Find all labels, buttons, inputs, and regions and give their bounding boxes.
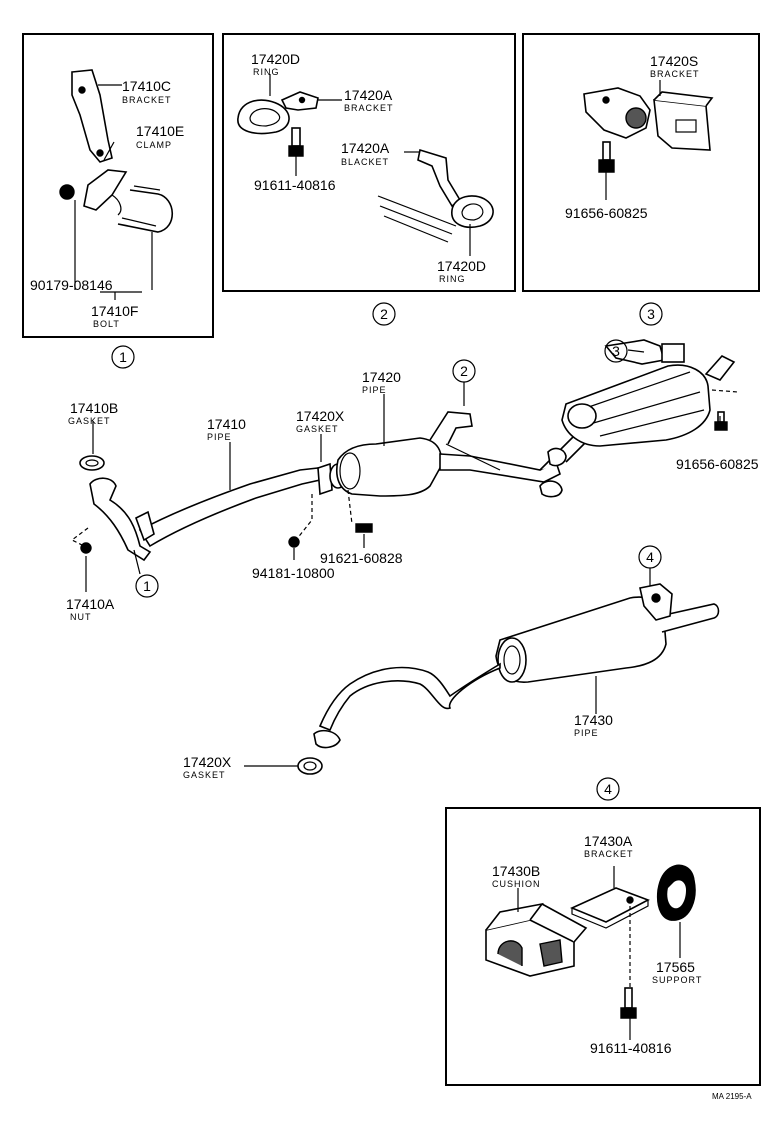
bolt-91621-drawing <box>355 523 373 533</box>
nut-90179-drawing <box>59 184 75 200</box>
support-17565-drawing <box>656 864 696 921</box>
callout-circle-1-main <box>135 574 159 598</box>
callout-circle-1-box <box>111 345 135 369</box>
cushion-17430B-drawing <box>485 902 588 977</box>
label-17420A-top-num: 17420A <box>344 87 393 103</box>
callout-2-box-text: 2 <box>380 306 388 322</box>
label-17430B-name: CUSHION <box>492 879 541 889</box>
label-17420X-a-num: 17420X <box>296 408 345 424</box>
callout-2-main-text: 2 <box>460 363 468 379</box>
front-pipe-17410-drawing <box>89 467 321 562</box>
label-90179-num: 90179-08146 <box>30 277 113 293</box>
label-17410F-num: 17410F <box>91 303 138 319</box>
detail-box-2 <box>222 33 516 292</box>
label-17430A-num: 17430A <box>584 833 633 849</box>
label-17565-name: SUPPORT <box>652 975 702 985</box>
label-17420D-top-num: 17420D <box>251 51 300 67</box>
label-17565-num: 17565 <box>656 959 695 975</box>
bolt-91656-b-drawing <box>714 411 728 431</box>
label-17420D-top-name: RING <box>253 67 280 77</box>
label-17420-name: PIPE <box>362 385 387 395</box>
callout-circle-4-box <box>596 777 620 801</box>
label-91656-b-num: 91656-60825 <box>676 456 759 472</box>
nut-17410A-drawing <box>80 542 92 554</box>
hanger-bracket-main-drawing <box>604 339 685 365</box>
label-17410B-num: 17410B <box>70 400 118 416</box>
callout-4-main-text: 4 <box>646 549 654 565</box>
label-17410C-name: BRACKET <box>122 95 172 105</box>
label-94181-num: 94181-10800 <box>252 565 335 581</box>
label-17410A-name: NUT <box>70 612 92 622</box>
bolt-91656-top-drawing <box>598 141 615 173</box>
label-17430-num: 17430 <box>574 712 613 728</box>
label-17410F-name: BOLT <box>93 319 120 329</box>
bracket-17410C-drawing <box>71 69 113 163</box>
label-91621-num: 91621-60828 <box>320 550 403 566</box>
label-17410E-name: CLAMP <box>136 140 172 150</box>
u-bolt-17410F-drawing <box>117 185 173 233</box>
callout-1-box-text: 1 <box>119 349 127 365</box>
callout-circle-3-box <box>639 302 663 326</box>
label-17420S-name: BRACKET <box>650 69 700 79</box>
bracket-17420A-mid-drawing <box>377 148 462 243</box>
label-17410B-name: GASKET <box>68 416 111 426</box>
label-17420X-b-num: 17420X <box>183 754 232 770</box>
label-91611-b-num: 91611-40816 <box>590 1040 672 1056</box>
ring-17420D-bot-drawing <box>451 195 494 228</box>
bracket-17420S-drawing <box>583 87 714 151</box>
label-17420A-mid-num: 17420A <box>341 140 390 156</box>
gasket-17410B-drawing <box>79 455 105 471</box>
hanger-17430-drawing <box>639 583 673 621</box>
callout-circle-2-main <box>452 359 476 383</box>
tail-pipe-17430-drawing <box>313 596 720 749</box>
detail-box-4 <box>445 807 761 1086</box>
label-17410E-num: 17410E <box>136 123 184 139</box>
bracket-17430A-drawing <box>569 887 650 929</box>
bolt-91611-b-drawing <box>620 987 637 1019</box>
label-17430-name: PIPE <box>574 728 599 738</box>
label-17420S-num: 17420S <box>650 53 698 69</box>
label-17410-name: PIPE <box>207 432 232 442</box>
label-17420D-bot-name: RING <box>439 274 466 284</box>
label-17420-num: 17420 <box>362 369 401 385</box>
label-17410C-num: 17410C <box>122 78 171 94</box>
callout-1-main-text: 1 <box>143 578 151 594</box>
label-17420A-mid-name: BLACKET <box>341 157 389 167</box>
bracket-17420A-top-drawing <box>280 91 319 111</box>
main-muffler-drawing <box>561 355 736 447</box>
clamp-17410E-drawing <box>83 169 128 216</box>
label-91656-a-num: 91656-60825 <box>565 205 648 221</box>
gasket-17420X-b-drawing <box>297 757 323 775</box>
label-17410A-num: 17410A <box>66 596 115 612</box>
label-17420D-bot-num: 17420D <box>437 258 486 274</box>
label-17430A-name: BRACKET <box>584 849 634 859</box>
footer-code: MA 2195-A <box>712 1092 752 1101</box>
label-17420X-b-name: GASKET <box>183 770 226 780</box>
label-17420A-top-name: BRACKET <box>344 103 394 113</box>
callout-3-box-text: 3 <box>647 306 655 322</box>
callout-3-main-text: 3 <box>612 343 620 359</box>
label-91611-a-num: 91611-40816 <box>254 177 336 193</box>
callout-circle-3-main <box>604 339 628 363</box>
callout-circle-4-main <box>638 545 662 569</box>
detail-box-1 <box>22 33 214 338</box>
ring-17420D-top-drawing <box>237 99 290 135</box>
label-17430B-num: 17430B <box>492 863 540 879</box>
bolt-91611-top-drawing <box>288 127 304 157</box>
callout-circle-2-box <box>372 302 396 326</box>
detail-box-3 <box>522 33 760 292</box>
label-17410-num: 17410 <box>207 416 246 432</box>
callout-4-box-text: 4 <box>604 781 612 797</box>
label-17420X-a-name: GASKET <box>296 424 339 434</box>
